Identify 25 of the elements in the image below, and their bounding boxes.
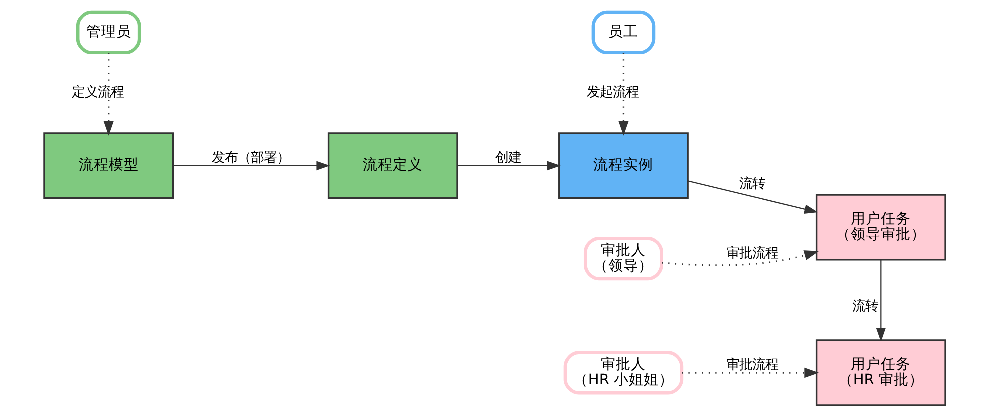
arrow bbox=[662, 250, 819, 266]
edge-label: 创建 bbox=[494, 151, 521, 166]
node-box: 用户任务 （领导审批） bbox=[815, 194, 946, 261]
edge-label: 流转 bbox=[852, 300, 878, 315]
edge-label: 发布（部署） bbox=[211, 151, 290, 166]
edge-label: 定义流程 bbox=[72, 86, 124, 101]
arrow bbox=[457, 161, 560, 171]
edge-label: 流转 bbox=[738, 176, 765, 192]
node-box: 管理员 bbox=[76, 10, 141, 55]
edge-label: 审批流程 bbox=[726, 358, 778, 374]
edge-label: 审批流程 bbox=[726, 246, 778, 262]
node-box: 流程定义 bbox=[327, 132, 458, 200]
arrow bbox=[682, 368, 819, 378]
node-box: 用户任务 （HR 审批） bbox=[815, 340, 946, 406]
arrow bbox=[876, 260, 886, 342]
node-box: 员工 bbox=[591, 10, 656, 55]
arrow bbox=[618, 52, 628, 136]
arrow bbox=[172, 161, 330, 171]
edge-label: 发起流程 bbox=[586, 86, 639, 101]
node-box: 流程模型 bbox=[43, 132, 174, 200]
node-box: 流程实例 bbox=[558, 132, 688, 200]
arrow bbox=[688, 180, 818, 214]
arrow bbox=[103, 52, 114, 136]
node-box: 审批人 （HR 小姐姐） bbox=[563, 351, 684, 395]
node-box: 审批人 （领导） bbox=[583, 236, 663, 281]
